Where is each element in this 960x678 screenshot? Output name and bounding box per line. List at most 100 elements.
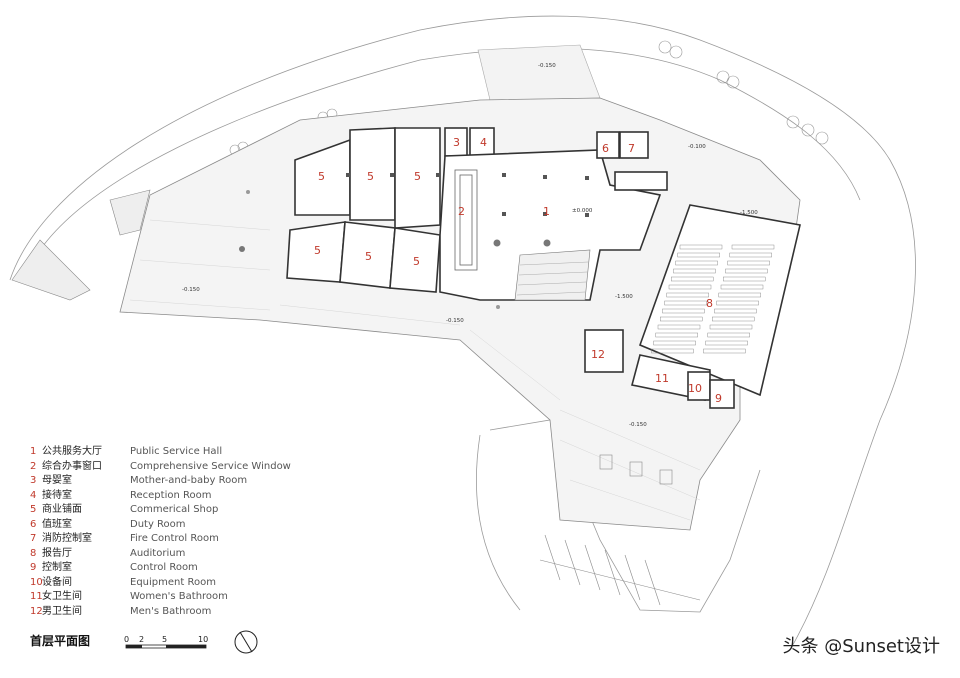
elev-southeast: -0.150 <box>629 422 647 428</box>
legend-name-en: Fire Control Room <box>130 533 219 544</box>
legend-number: 3 <box>30 475 37 486</box>
legend-number: 8 <box>30 547 37 559</box>
seat-row <box>675 260 718 266</box>
seat-row <box>727 260 770 266</box>
label-r5b: 5 <box>367 170 374 183</box>
legend-number: 11 <box>30 591 43 602</box>
legend-name-en: Commerical Shop <box>130 504 219 515</box>
label-r5a: 5 <box>318 170 325 183</box>
legend-row: 5 商业铺面 Commerical Shop <box>30 503 291 518</box>
legend-name-en: Public Service Hall <box>130 446 223 457</box>
legend-number: 9 <box>30 562 37 573</box>
scale-5: 5 <box>162 635 167 644</box>
legend-name-en: Comprehensive Service Window <box>130 460 291 472</box>
scale-0: 0 <box>124 635 129 644</box>
legend-name-en: Men's Bathroom <box>130 605 212 617</box>
label-r7: 7 <box>628 142 635 155</box>
seat-row <box>707 332 750 338</box>
seat-row <box>679 244 723 250</box>
north-arrow-icon <box>234 630 258 654</box>
seat-row <box>709 324 753 330</box>
legend-number: 2 <box>30 460 37 472</box>
label-r5f: 5 <box>413 255 420 268</box>
label-r6: 6 <box>602 142 609 155</box>
elev-stair: -1.500 <box>615 294 633 300</box>
legend-number: 5 <box>30 504 37 515</box>
scale-bar: 0 2 5 10 <box>124 635 208 649</box>
legend-name-zh: 控制室 <box>42 562 72 573</box>
legend-name-zh: 公共服务大厅 <box>42 446 102 457</box>
seat-row <box>703 348 746 354</box>
legend-number: 4 <box>30 489 37 501</box>
seat-row <box>668 284 712 290</box>
label-r1: 1 <box>543 205 550 218</box>
seat-row <box>651 348 694 354</box>
legend-row: 9 控制室 Control Room <box>30 561 291 576</box>
seat-row <box>705 340 748 346</box>
elev-right: -1.500 <box>740 210 758 216</box>
legend-name-en: Reception Room <box>130 489 212 501</box>
seat-row <box>714 308 757 314</box>
label-r11: 11 <box>655 372 669 385</box>
auditorium-seats <box>651 244 775 354</box>
legend-row: 2 综合办事窗口 Comprehensive Service Window <box>30 460 291 475</box>
legend-number: 12 <box>30 605 43 617</box>
legend-name-en: Mother-and-baby Room <box>130 475 248 486</box>
label-r10: 10 <box>688 382 702 395</box>
legend-name-zh: 商业铺面 <box>42 504 82 515</box>
legend-name-zh: 设备间 <box>42 576 72 588</box>
seat-row <box>655 332 698 338</box>
room-legend: 1 公共服务大厅 Public Service Hall 2 综合办事窗口 Compreh… <box>30 445 291 619</box>
legend-row: 6 值班室 Duty Room <box>30 518 291 533</box>
seat-row <box>720 284 764 290</box>
seat-row <box>677 252 720 258</box>
legend-name-en: Duty Room <box>130 518 186 530</box>
columns <box>239 173 589 309</box>
seat-row <box>673 268 716 274</box>
legend-number: 10 <box>30 576 43 588</box>
elev-south: -0.150 <box>446 318 464 324</box>
label-r4: 4 <box>480 136 487 149</box>
room-labels: 1 2 3 4 5 5 5 5 5 5 6 7 8 9 10 11 12 <box>314 136 722 405</box>
seat-row <box>662 308 705 314</box>
legend-name-en: Control Room <box>130 562 198 573</box>
seat-row <box>660 316 703 322</box>
legend-number: 1 <box>30 446 37 457</box>
label-r8: 8 <box>706 297 713 310</box>
seat-row <box>671 276 714 282</box>
scale-10: 10 <box>198 635 208 644</box>
seat-row <box>712 316 755 322</box>
seat-row <box>729 252 772 258</box>
label-r12: 12 <box>591 348 605 361</box>
elevation-marks: -0.150 -0.100 -1.500 ±0.000 -1.500 -0.15… <box>182 63 758 428</box>
plan-title: 首层平面图 <box>30 634 91 648</box>
seat-row <box>731 244 775 250</box>
label-r5d: 5 <box>314 244 321 257</box>
elev-left: -0.150 <box>182 287 200 293</box>
label-r3: 3 <box>453 136 460 149</box>
legend-name-en: Women's Bathroom <box>130 591 228 602</box>
elev-hall: ±0.000 <box>572 208 593 214</box>
legend-number: 7 <box>30 533 37 544</box>
legend-name-zh: 综合办事窗口 <box>42 460 102 472</box>
label-r5e: 5 <box>365 250 372 263</box>
elev-top: -0.150 <box>538 63 556 69</box>
central-stair <box>514 249 591 301</box>
legend-name-zh: 值班室 <box>42 518 72 530</box>
seat-row <box>657 324 701 330</box>
scale-2: 2 <box>139 635 144 644</box>
west-stairs <box>11 189 151 301</box>
elev-right-top: -0.100 <box>688 144 706 150</box>
legend-number: 6 <box>30 518 37 530</box>
seat-row <box>666 292 709 298</box>
legend-name-zh: 接待室 <box>42 489 72 501</box>
label-r9: 9 <box>715 392 722 405</box>
plaza-north <box>477 44 601 101</box>
legend-row: 4 接待室 Reception Room <box>30 489 291 504</box>
seat-row <box>716 300 759 306</box>
legend-name-zh: 母婴室 <box>42 475 72 486</box>
legend-name-zh: 报告厅 <box>42 547 72 559</box>
service-counter <box>454 169 478 271</box>
